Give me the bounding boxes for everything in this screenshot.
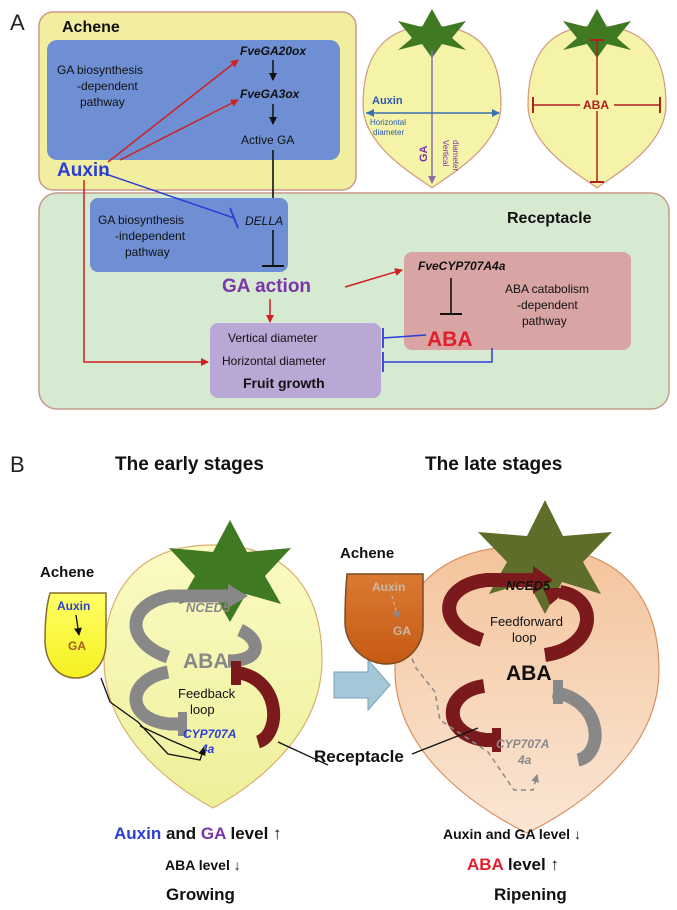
arrow-auxin-to-ga3ox bbox=[119, 99, 239, 161]
arrow-auxin-to-ga20ox bbox=[107, 59, 239, 163]
gene-fvecyp707a4a: FveCYP707A4a bbox=[418, 259, 506, 273]
receptacle-pointer-early bbox=[277, 741, 329, 766]
fruit1-ga-label: GA bbox=[418, 145, 430, 162]
ga-dependent-label-2: -dependent bbox=[77, 79, 138, 93]
late-caption-line2: ABA level ↑ bbox=[467, 855, 559, 874]
late-caption-line1: Auxin and GA level ↓ bbox=[443, 826, 581, 842]
receptacle-title: Receptacle bbox=[507, 210, 592, 227]
ga-independent-pathway-box bbox=[90, 198, 288, 272]
ga-independent-label-2: -independent bbox=[115, 229, 186, 243]
early-nced5-label: NCED5 bbox=[186, 600, 231, 615]
aba-catabolism-label-3: pathway bbox=[522, 314, 567, 328]
late-cyp-label-1: CYP707A bbox=[496, 737, 549, 751]
fruit-diagram-auxin-ga: Auxin Horizontal diameter GA Vertical di… bbox=[362, 9, 502, 189]
late-achene: Achene Auxin GA bbox=[340, 545, 424, 665]
early-caption-auxin: Auxin bbox=[114, 824, 161, 843]
early-loop-label-1: Feedback bbox=[178, 686, 236, 701]
fruit2-aba-label: ABA bbox=[583, 98, 609, 112]
early-aba-label: ABA bbox=[183, 650, 229, 673]
late-caption-status: Ripening bbox=[494, 885, 567, 904]
transition-arrow bbox=[333, 658, 391, 712]
ga-dependent-label-3: pathway bbox=[80, 95, 125, 109]
early-fruit: NCED5 ABA Feedback loop CYP707A 4a bbox=[100, 520, 323, 809]
early-caption-level: level ↑ bbox=[226, 824, 282, 843]
inhibit-aba-to-vertical bbox=[382, 334, 427, 339]
fruit-growth-label: Fruit growth bbox=[243, 375, 325, 391]
arrow-ga-action-to-cyp bbox=[344, 268, 403, 288]
leaf-icon bbox=[398, 9, 466, 58]
early-ga-label: GA bbox=[68, 639, 86, 653]
early-caption-aba: ABA level ↓ bbox=[165, 857, 241, 873]
fruit1-horizontal-label-1: Horizontal bbox=[370, 118, 406, 127]
fruit-growth-box bbox=[210, 323, 381, 398]
fruit1-vertical-label-1: Vertical bbox=[441, 140, 450, 166]
late-aba-label: ABA bbox=[506, 662, 552, 685]
early-caption-ga: GA bbox=[201, 824, 226, 843]
achene-title: Achene bbox=[62, 19, 120, 36]
inhibit-aba-to-horizontal bbox=[383, 348, 493, 363]
fruit1-vertical-label-2: diameter bbox=[451, 140, 460, 171]
early-loop-label-2: loop bbox=[190, 702, 215, 717]
early-cyp-label-1: CYP707A bbox=[183, 727, 236, 741]
panel-b-label: B bbox=[10, 452, 25, 477]
fruit1-horizontal-label-2: diameter bbox=[373, 128, 404, 137]
late-loop-label-2: loop bbox=[512, 630, 537, 645]
receptacle-label: Receptacle bbox=[314, 747, 404, 766]
active-ga-label: Active GA bbox=[241, 133, 294, 147]
late-caption-aba: ABA bbox=[467, 855, 504, 874]
gene-fvega3ox: FveGA3ox bbox=[240, 87, 301, 101]
late-caption-level: level ↑ bbox=[503, 855, 559, 874]
late-ga-label: GA bbox=[393, 624, 411, 638]
aba-catabolism-label-2: -dependent bbox=[517, 298, 578, 312]
late-nced5-label: NCED5 bbox=[506, 578, 551, 593]
inhibit-bar-auxin-della bbox=[229, 207, 239, 229]
horizontal-diameter-label: Horizontal diameter bbox=[222, 354, 326, 368]
fruit-diagram-aba: ABA bbox=[527, 9, 667, 189]
early-auxin-label: Auxin bbox=[57, 599, 90, 613]
arrow-auxin-to-horizontal bbox=[83, 180, 209, 366]
ga-independent-label-1: GA biosynthesis bbox=[98, 213, 184, 227]
early-stages-title: The early stages bbox=[115, 454, 264, 475]
ga-dependent-label-1: GA biosynthesis bbox=[57, 63, 143, 77]
aba-catabolism-label-1: ABA catabolism bbox=[505, 282, 589, 296]
late-achene-label: Achene bbox=[340, 545, 394, 562]
late-fruit: NCED5 Feedforward loop ABA CYP707A 4a bbox=[394, 500, 660, 834]
fruit1-auxin-label: Auxin bbox=[372, 95, 403, 107]
della-label: DELLA bbox=[245, 214, 283, 228]
aba-catabolism-pathway-box bbox=[404, 252, 631, 350]
late-auxin-label: Auxin bbox=[372, 580, 405, 594]
late-cyp-label-2: 4a bbox=[517, 753, 532, 767]
gene-fvega20ox: FveGA20ox bbox=[240, 44, 307, 58]
ga-dependent-pathway-box bbox=[47, 40, 340, 160]
aba-label: ABA bbox=[427, 328, 473, 351]
ga-action-label: GA action bbox=[222, 276, 311, 297]
early-achene-label: Achene bbox=[40, 564, 94, 581]
leaf-icon bbox=[563, 9, 631, 58]
early-achene: Achene Auxin GA bbox=[40, 564, 107, 679]
auxin-label: Auxin bbox=[57, 160, 110, 181]
early-caption-and: and bbox=[161, 824, 201, 843]
vertical-diameter-label: Vertical diameter bbox=[228, 331, 317, 345]
early-caption-line1: Auxin and GA level ↑ bbox=[114, 824, 282, 843]
receptacle-pointer-late bbox=[411, 727, 479, 755]
late-loop-label-1: Feedforward bbox=[490, 614, 563, 629]
late-stages-title: The late stages bbox=[425, 454, 562, 475]
early-caption-status: Growing bbox=[166, 885, 235, 904]
ga-independent-label-3: pathway bbox=[125, 245, 170, 259]
inhibit-auxin-to-della bbox=[99, 171, 235, 219]
panel-a-label: A bbox=[10, 10, 25, 35]
